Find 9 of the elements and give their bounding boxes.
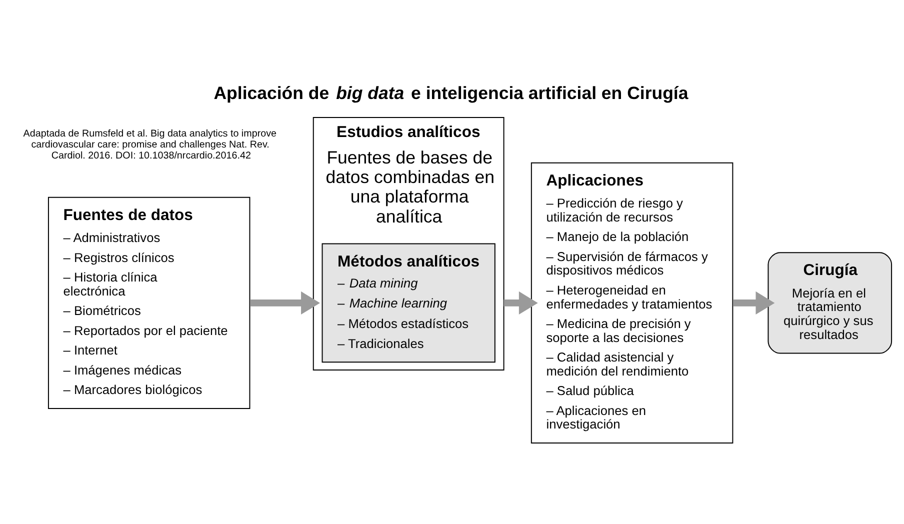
arrow — [504, 290, 538, 314]
diagram-title: Aplicación de big data e inteligencia artificial en Cirugía — [214, 82, 688, 103]
node-box: Aplicaciones – Predicción de riesgo y utilización de recursos – Manejo de la población – Supervisión de fármacos y dispositivos médicos – Heterogeneidad en enfermedades y tratamientos – Medicina de precisión y soporte a las decisiones – Calidad asistencial y medición del rendimiento – Salud pública – Aplicaciones en investigación — [530, 162, 734, 444]
node-box: Fuentes de datos – Administrativos – Registros clínicos – Historia clínica electrónica – Biométricos – Reportados por el paciente – Internet – Imágenes médicas – Marcadores biológicos — [48, 196, 250, 409]
node-box: Cirugía Mejoría en el tratamiento quirúrgico y sus resultados — [768, 252, 892, 354]
node-box: Métodos analíticos – Data mining – Machine learning – Métodos estadísticos – Tradicionales — [322, 242, 496, 362]
arrow — [250, 290, 320, 314]
arrow — [732, 290, 775, 314]
label: Adaptada de Rumsfeld et al. Big data analytics to improve cardiovascular care: promise and challenges Nat. Rev. Cardiol. 2016. DOI: 10.1038/nrcardio.2016.42 — [23, 128, 277, 161]
